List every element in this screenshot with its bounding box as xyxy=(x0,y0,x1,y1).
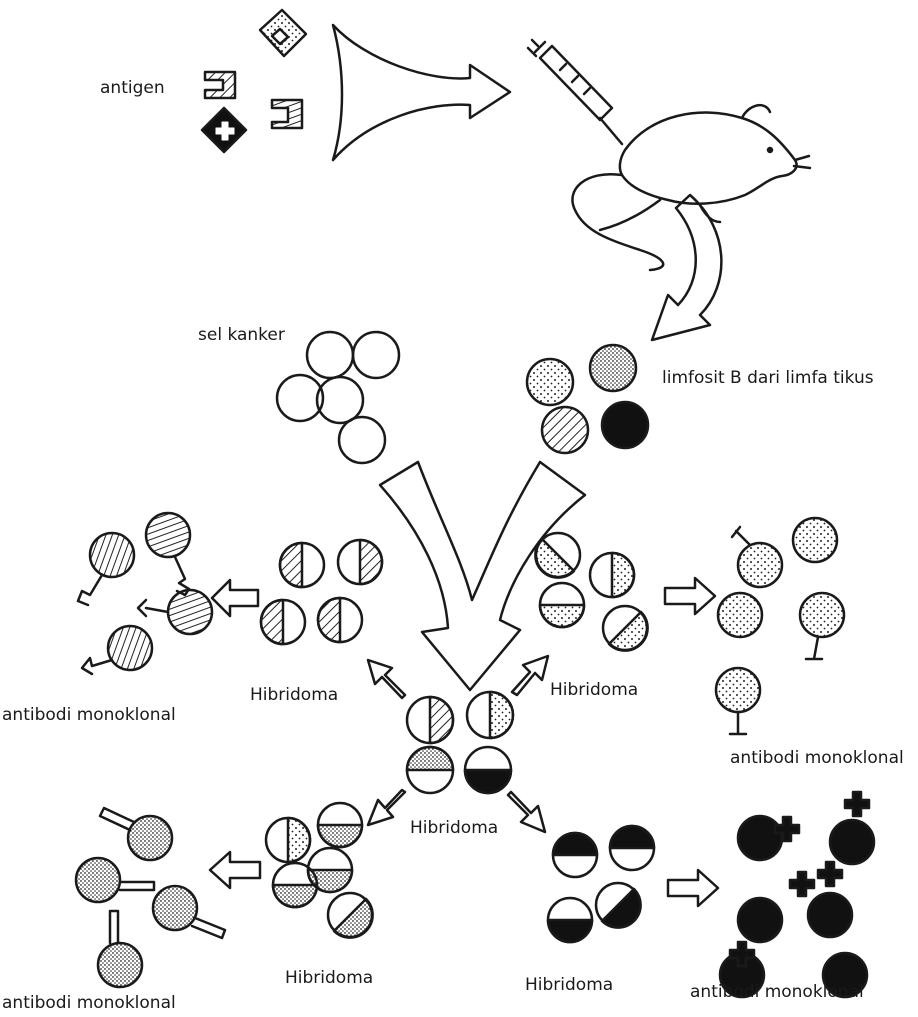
hybridoma-left-label: Hibridoma xyxy=(250,685,339,705)
right-hybridoma-cells xyxy=(534,531,649,652)
bottom-right-arrow xyxy=(666,868,720,908)
center-to-bottom-right-arrow xyxy=(506,790,547,834)
mouse-icon xyxy=(571,103,812,272)
fusion-arrow xyxy=(378,460,587,692)
antigen-shapes xyxy=(200,8,308,154)
cancer-cells xyxy=(275,330,401,465)
right-antibodies xyxy=(714,516,846,736)
antibody-bottom-right-label: antibodi monoklonal xyxy=(690,982,864,1002)
bottom-right-hybridoma-cells xyxy=(546,824,656,944)
bottom-left-arrow xyxy=(208,850,262,890)
left-hybridoma-cells xyxy=(259,538,384,646)
right-arrow xyxy=(663,576,717,616)
left-arrow xyxy=(210,578,260,618)
center-to-right-arrow xyxy=(510,654,550,697)
center-to-left-arrow xyxy=(366,658,407,700)
antibody-bottom-left-label: antibodi monoklonal xyxy=(2,993,176,1013)
cancer-cell-label: sel kanker xyxy=(198,325,285,345)
hybridoma-right-label: Hibridoma xyxy=(550,680,639,700)
left-antibodies xyxy=(76,511,214,676)
lymphocyte-label: limfosit B dari limfa tikus xyxy=(662,368,874,388)
lymphocyte-cells xyxy=(525,343,650,455)
hybridoma-bottom-right-label: Hibridoma xyxy=(525,975,614,995)
hybridoma-center-label: Hibridoma xyxy=(410,818,499,838)
center-to-bottom-left-arrow xyxy=(366,788,407,827)
bottom-left-antibodies xyxy=(74,806,227,989)
bottom-left-hybridoma-cells xyxy=(264,801,374,939)
center-hybridoma-cells xyxy=(405,690,515,795)
hybridoma-bottom-left-label: Hibridoma xyxy=(285,968,374,988)
harvest-arrow xyxy=(650,193,723,342)
injection-funnel xyxy=(331,23,512,162)
antigen-label: antigen xyxy=(100,78,165,98)
antibody-right-label: antibodi monoklonal xyxy=(730,748,904,768)
antibody-left-label: antibodi monoklonal xyxy=(2,705,176,725)
syringe-icon xyxy=(526,38,624,146)
bottom-right-antibodies xyxy=(718,790,876,999)
